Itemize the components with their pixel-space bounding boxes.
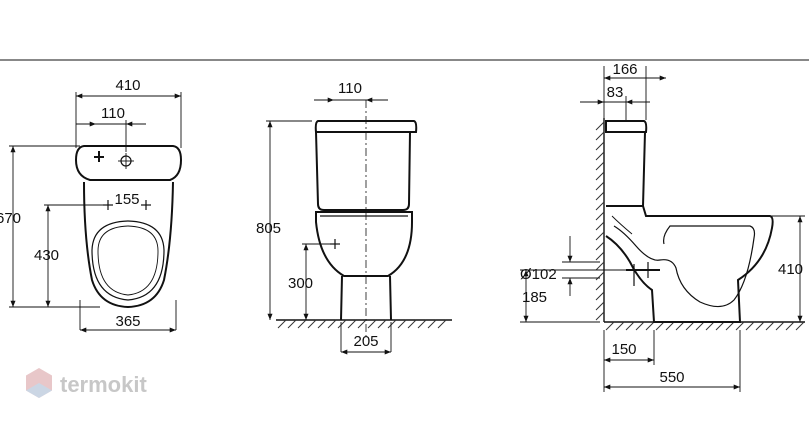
termokit-watermark: termokit	[26, 368, 147, 398]
top-view: 410 110 670 430 155 365	[0, 77, 183, 333]
dim-front-805: 805	[256, 220, 281, 237]
watermark-text: termokit	[60, 372, 147, 397]
dim-front-205: 205	[353, 333, 378, 350]
dim-top-365: 365	[115, 313, 140, 330]
dim-front-300: 300	[288, 275, 313, 292]
dim-top-155: 155	[114, 191, 139, 208]
dim-top-110: 110	[101, 105, 125, 122]
dim-side-166: 166	[612, 61, 637, 78]
water-inlet-icon	[330, 239, 340, 249]
dim-side-550: 550	[659, 369, 684, 386]
top-view-seat	[91, 220, 165, 301]
fixing-points-icon	[103, 200, 151, 210]
termokit-logo-icon	[26, 368, 52, 398]
pipe-inlet-icon	[118, 153, 134, 169]
side-view-tank	[605, 120, 648, 207]
dim-front-110: 110	[338, 80, 362, 97]
flush-button-icon	[94, 151, 104, 162]
outlet-pipe-icon	[626, 262, 660, 286]
front-view-tank	[314, 131, 412, 211]
top-view-tank-outline	[74, 145, 183, 181]
dim-top-430: 430	[34, 247, 59, 264]
top-view-seat-inner	[97, 225, 159, 296]
side-view-wall-hatch	[595, 121, 605, 321]
side-view: 166 83 Ø102 185 410 150 550	[520, 61, 805, 392]
front-view: 110 805 300 205	[256, 80, 452, 355]
side-view-trap	[613, 225, 756, 308]
dim-side-185: 185	[522, 289, 547, 306]
top-view-bowl-outline	[83, 181, 174, 309]
front-view-foot	[340, 275, 392, 321]
front-view-floor-hatch	[277, 319, 447, 329]
dim-side-83: 83	[607, 84, 624, 101]
dim-top-670: 670	[0, 210, 21, 227]
side-view-floor-hatch	[605, 321, 805, 331]
dim-top-410: 410	[115, 77, 140, 94]
side-view-bowl	[605, 205, 774, 323]
dim-side-410: 410	[778, 261, 803, 278]
front-view-bowl	[315, 211, 413, 277]
dim-side-150: 150	[611, 341, 636, 358]
front-view-tank-lid	[314, 120, 418, 133]
dim-side-diameter-102: Ø102	[520, 266, 557, 283]
